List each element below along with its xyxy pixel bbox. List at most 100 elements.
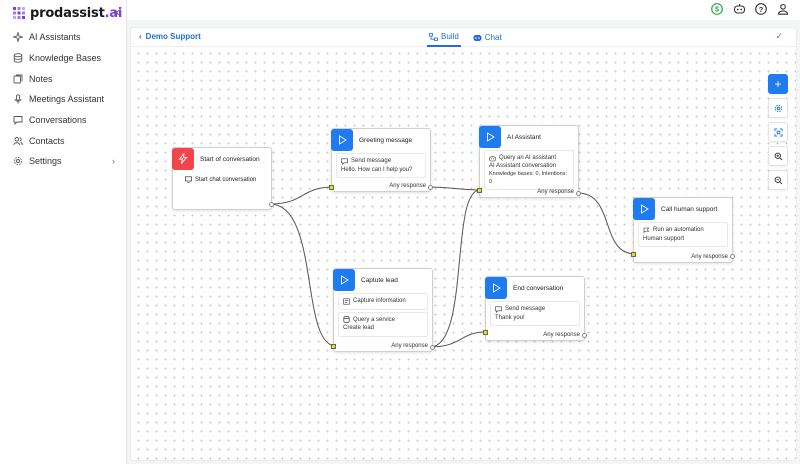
gear-icon [13, 157, 23, 166]
node-line: Human support [643, 235, 685, 242]
sidebar-item-contacts[interactable]: Contacts [0, 130, 127, 151]
top-bar: $ ? [127, 0, 800, 20]
input-port[interactable] [483, 330, 488, 335]
input-port[interactable] [477, 188, 482, 193]
output-port[interactable] [269, 202, 274, 207]
sidebar-item-label: Contacts [29, 135, 65, 146]
node-title: Captute lead [361, 276, 398, 284]
automation-icon [643, 227, 650, 233]
sidebar-item-label: Settings [29, 156, 62, 167]
node-start-of-conversation[interactable]: Start of conversation Start chat convers… [172, 147, 274, 210]
play-icon [331, 128, 353, 151]
node-call-human-support[interactable]: Call human support Run an automation Hum… [631, 197, 735, 263]
sidebar-item-notes[interactable]: Notes [0, 68, 127, 89]
gear-icon [774, 104, 782, 112]
logo-icon [13, 7, 25, 19]
node-footer: Any response [543, 332, 580, 338]
help-icon[interactable]: ? [754, 2, 768, 16]
chevron-left-icon: ‹ [139, 32, 142, 41]
tab-label: Chat [484, 33, 502, 42]
node-footer: Any response [391, 343, 428, 349]
database-icon [343, 316, 350, 324]
node-line: Query an AI assistant [499, 155, 557, 161]
database-icon [13, 53, 23, 63]
tab-chat[interactable]: Chat [471, 28, 504, 47]
node-footer: Any response [537, 189, 574, 195]
node-end-conversation[interactable]: End conversation Send message Thank you!… [483, 276, 587, 341]
sidebar-item-ai-assistants[interactable]: AI Assistants [0, 27, 127, 48]
node-title: Greeting message [359, 136, 413, 144]
node-line: Thank you! [495, 314, 525, 321]
sidebar-item-label: AI Assistants [29, 32, 81, 43]
node-section: Query a service Create lead [338, 311, 428, 337]
node-greeting-message[interactable]: Greeting message Send message Hello. How… [329, 128, 433, 192]
output-port[interactable] [730, 254, 735, 259]
node-ai-assistant[interactable]: AI Assistant Query an AI assistant AI As… [477, 125, 581, 198]
chevron-right-icon: › [112, 156, 115, 167]
collapse-sidebar-icon[interactable]: « [113, 5, 120, 19]
node-line: Create lead [343, 325, 375, 331]
zoom-in-button[interactable] [768, 146, 788, 166]
sidebar-item-knowledge-bases[interactable]: Knowledge Bases [0, 48, 127, 69]
zoom-in-icon [774, 152, 782, 160]
output-port[interactable] [582, 333, 587, 338]
node-capture-lead[interactable]: Captute lead Capture information Query a… [331, 268, 435, 352]
brand-name: prodassist [30, 5, 105, 21]
output-port[interactable] [428, 185, 433, 190]
sidebar-nav: AI Assistants Knowledge Bases Notes Meet… [0, 27, 127, 172]
sidebar-item-meetings-assistant[interactable]: Meetings Assistant [0, 89, 127, 110]
robot-icon [489, 155, 496, 161]
flow-builder-card: ‹ Demo Support Build Chat ✓ + [130, 27, 797, 461]
play-icon [633, 197, 655, 220]
input-port[interactable] [631, 252, 636, 257]
chat-bot-icon [473, 34, 482, 41]
billing-icon[interactable]: $ [710, 2, 724, 16]
fit-view-button[interactable] [768, 122, 788, 142]
node-section: Run an automation Human support [638, 222, 728, 247]
tab-build[interactable]: Build [427, 28, 461, 47]
node-section: Send message Thank you! [490, 301, 580, 326]
brand-suffix: .ai [104, 5, 123, 21]
input-port[interactable] [331, 344, 336, 349]
node-line: Send message [351, 158, 392, 164]
tab-label: Build [441, 32, 459, 41]
node-title: Start of conversation [200, 155, 260, 163]
user-account-icon[interactable] [776, 2, 790, 16]
node-title: AI Assistant [507, 133, 541, 141]
node-line: AI Assistant conversation [489, 163, 557, 169]
settings-button[interactable] [768, 98, 788, 118]
node-line: Query a service [353, 316, 396, 323]
input-port[interactable] [329, 185, 334, 190]
sparkle-icon [13, 32, 23, 43]
output-port[interactable] [430, 345, 435, 350]
users-icon [13, 136, 23, 145]
assistant-bot-icon[interactable] [732, 2, 746, 16]
output-port[interactable] [576, 191, 581, 196]
sidebar-item-conversations[interactable]: Conversations [0, 110, 127, 131]
chat-icon [341, 158, 348, 165]
back-link[interactable]: ‹ Demo Support [139, 32, 201, 41]
node-footer: Any response [389, 183, 426, 189]
svg-text:?: ? [759, 5, 764, 14]
zoom-out-button[interactable] [768, 170, 788, 190]
play-icon [485, 276, 507, 299]
flow-tabs: Build Chat [427, 28, 504, 47]
node-footer: Any response [691, 254, 728, 260]
node-line: Knowledge bases: 0, Intentions: 0 [489, 171, 567, 185]
add-node-button[interactable]: + [768, 74, 788, 94]
sidebar-item-label: Conversations [29, 115, 87, 126]
back-label: Demo Support [145, 32, 201, 41]
logo[interactable]: prodassist.ai [12, 5, 122, 21]
canvas-toolbar: + [768, 74, 788, 190]
play-icon [333, 268, 355, 291]
node-line: Send message [505, 306, 546, 312]
sidebar-item-settings[interactable]: Settings › [0, 151, 127, 172]
node-line: Start chat conversation [195, 176, 257, 183]
node-line: Hello. How can I help you? [341, 166, 413, 173]
form-icon [343, 298, 350, 305]
play-icon [479, 125, 501, 148]
node-line: Capture information [353, 298, 406, 304]
node-section: Query an AI assistant AI Assistant conve… [484, 150, 574, 190]
flow-icon [429, 32, 438, 41]
microphone-icon [14, 94, 22, 104]
